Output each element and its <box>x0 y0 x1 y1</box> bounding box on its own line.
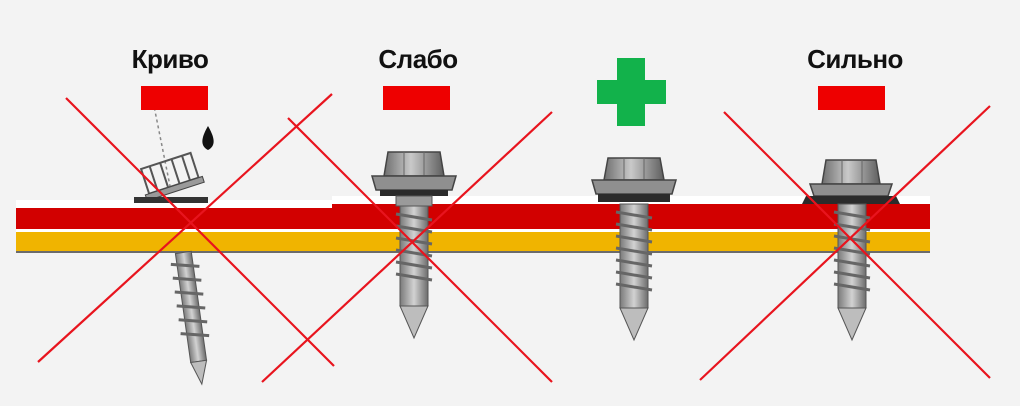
hex-head <box>383 151 445 177</box>
screw-correct <box>591 157 677 342</box>
roof-sheet-red-layer <box>16 208 332 229</box>
screw-overtightened <box>802 159 900 342</box>
roof-sheet-yellow-layer <box>16 232 332 251</box>
roof-sheet-white-mid <box>16 229 332 232</box>
hex-head <box>821 159 881 185</box>
cross-mark-crooked <box>37 93 335 367</box>
label-crooked: Криво <box>131 44 209 74</box>
cross-mark-overtightened <box>699 105 991 381</box>
plus-icon-correct <box>597 58 666 126</box>
rubber-washer <box>598 194 670 202</box>
rubber-washer <box>380 190 448 196</box>
washer-flange <box>371 175 457 191</box>
screw-loose <box>371 151 457 340</box>
hex-head <box>603 157 665 181</box>
minus-icon-crooked <box>141 86 208 110</box>
oil-drop-icon <box>202 126 214 150</box>
minus-icon-overtightened <box>818 86 885 110</box>
label-overtightened: Сильно <box>807 44 903 74</box>
label-loose: Слабо <box>378 44 458 74</box>
washer-flange <box>808 183 894 197</box>
minus-icon-loose <box>383 86 450 110</box>
washer-flange <box>591 179 677 195</box>
roof-sheet-white-top <box>16 200 332 208</box>
cross-mark-loose <box>261 111 553 383</box>
rubber-washer <box>802 196 900 204</box>
roof-sheet <box>16 196 930 253</box>
